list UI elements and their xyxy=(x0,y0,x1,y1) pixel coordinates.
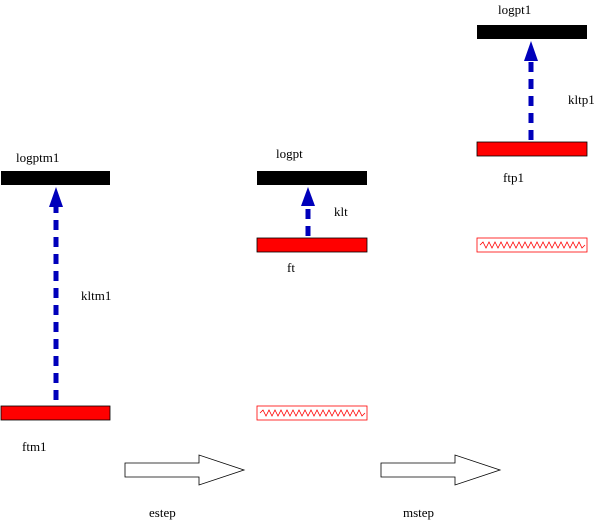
column-t: logpt ft klt xyxy=(256,146,368,421)
ft-label: ft xyxy=(287,260,295,275)
right-arrow-icon xyxy=(380,454,502,486)
ftp1-label: ftp1 xyxy=(503,170,524,185)
ft-bar xyxy=(256,237,368,253)
logpt1-bar xyxy=(477,25,587,39)
klt-arrow-head xyxy=(301,187,315,206)
ft-ghost-zigzag xyxy=(259,409,366,417)
logpt-label: logpt xyxy=(276,146,303,161)
ftm1-bar xyxy=(0,405,111,421)
ftp1-ghost-zigzag xyxy=(479,241,586,249)
kltm1-arrow-head xyxy=(49,187,63,207)
kltp1-label: kltp1 xyxy=(568,92,595,107)
ftp1-bar xyxy=(476,141,588,157)
column-tp1: logpt1 ftp1 kltp1 xyxy=(476,2,595,253)
logpt-bar xyxy=(257,171,367,185)
ftm1-label: ftm1 xyxy=(22,439,47,454)
logptm1-bar xyxy=(1,171,110,185)
ft-ghost-bar xyxy=(256,405,368,421)
column-tm1: logptm1 ftm1 kltm1 xyxy=(0,150,111,454)
ftp1-ghost-bar xyxy=(476,237,588,253)
logptm1-label: logptm1 xyxy=(16,150,59,165)
step-mstep: mstep xyxy=(380,454,502,520)
estep-label: estep xyxy=(149,505,176,520)
step-estep: estep xyxy=(124,454,246,520)
mstep-label: mstep xyxy=(403,505,434,520)
kltp1-arrow-head xyxy=(524,41,538,61)
klt-label: klt xyxy=(334,204,348,219)
right-arrow-icon xyxy=(124,454,246,486)
kltm1-label: kltm1 xyxy=(81,288,111,303)
logpt1-label: logpt1 xyxy=(498,2,531,17)
